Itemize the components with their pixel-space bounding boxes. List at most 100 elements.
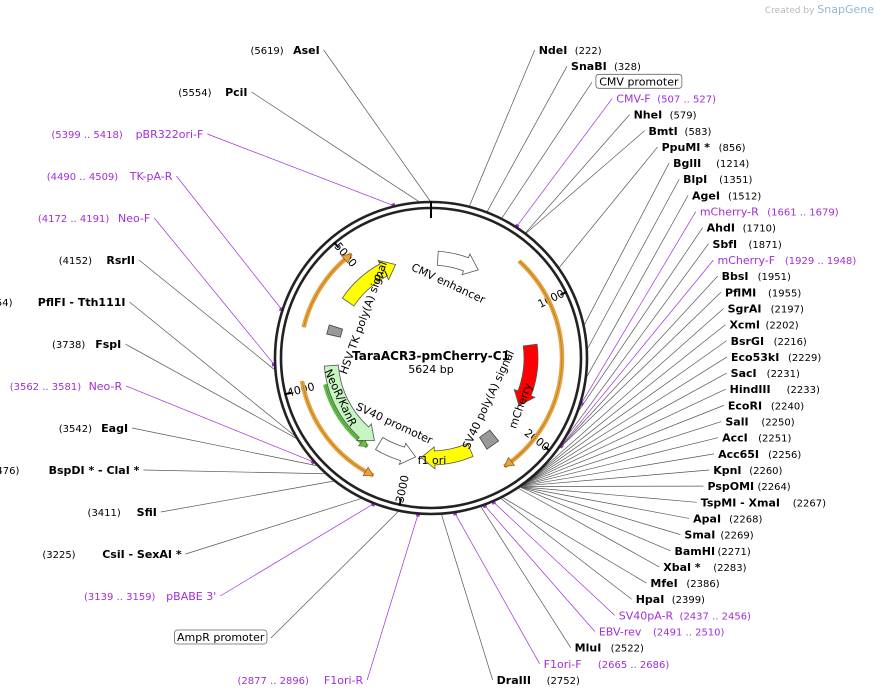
site-position: (5554) (178, 88, 211, 99)
primer-name: EBV-rev (599, 626, 642, 639)
connector-draiii (441, 514, 493, 681)
connector-bbsi (559, 275, 718, 449)
annotation-tspmi-xmai: TspMI - XmaI(2267) (701, 496, 826, 509)
connector-xbai (518, 488, 660, 568)
annotation-mlui: MluI (2522) (575, 642, 644, 655)
connector-snabi (486, 65, 568, 212)
annotation-ampr-promoter: AmpR promoter (174, 629, 268, 645)
annotation-xbai: XbaI *(2283) (663, 561, 746, 574)
primer-name: CMV-F (616, 92, 650, 105)
annotation-pbr322ori-f: pBR322ori-F(5399 .. 5418) (51, 128, 203, 141)
connector-ahdi (578, 227, 703, 411)
site-name: AhdI (707, 222, 735, 235)
site-name: HpaI (636, 593, 665, 606)
primer-position: (3562 .. 3581) (10, 382, 82, 393)
site-name: AccI (722, 432, 748, 445)
annotation-mcherry-r: mCherry-R (1661 .. 1679) (700, 206, 839, 219)
annotation-acci: AccI(2251) (722, 432, 791, 445)
site-name: SgrAI (728, 302, 762, 315)
annotation-apai: ApaI(2268) (693, 512, 762, 525)
site-name: BmtI (649, 125, 678, 138)
connector-xcmi (529, 324, 726, 481)
connector-pflmi (559, 292, 722, 449)
site-position: (2522) (611, 644, 644, 655)
connector-bglii (584, 162, 670, 325)
snapgene-watermark: Created by SnapGene (765, 3, 874, 16)
site-position: (2216) (774, 337, 807, 348)
annotation-pflmi: PflMI(1955) (725, 286, 801, 299)
orf-arrowhead (503, 456, 516, 467)
primer-name: mCherry-R (700, 206, 759, 219)
connector-kpni (521, 469, 710, 487)
connector-bspdi-clai (143, 469, 325, 475)
annotation-bmti: BmtI(583) (649, 125, 712, 138)
primer-name: Neo-R (89, 380, 123, 393)
connector-asei (323, 49, 431, 202)
primer-mark (580, 401, 584, 406)
f1-ori-label: f1 ori (418, 454, 447, 467)
annotation-pcii: PciI(5554) (178, 86, 247, 99)
annotation-blpi: BlpI(1351) (683, 173, 752, 186)
site-name: BspDI * - ClaI * (49, 464, 140, 477)
site-name: SalI (725, 416, 748, 429)
site-name: BglII (673, 157, 701, 170)
site-position: (2233) (787, 385, 820, 396)
connector-sbfi (567, 243, 709, 437)
map-center: TaraACR3-pmCherry-C1 5624 bp (352, 349, 510, 376)
site-name: BamHI (674, 545, 715, 558)
annotation-ahdi: AhdI(1710) (707, 222, 776, 235)
annotation-acc65i: Acc65I(2256) (718, 448, 801, 461)
annotation-f1ori-f: F1ori-F(2665 .. 2686) (544, 658, 670, 671)
annotation-rsrii: RsrII(4152) (59, 254, 135, 267)
site-position: (2283) (713, 563, 746, 574)
site-name: HindIII (730, 383, 771, 396)
site-position: (2269) (720, 531, 753, 542)
annotation-fspi: FspI(3738) (52, 338, 121, 351)
site-position: (1214) (716, 159, 749, 170)
annotation-lines (125, 49, 728, 681)
site-name: XcmI (729, 319, 760, 332)
orf-arc-core (303, 253, 352, 328)
f1-ori-feature (420, 442, 474, 470)
annotation-mcherry-f: mCherry-F(1929 .. 1948) (717, 254, 856, 267)
site-position: (3754) (0, 298, 13, 309)
annotation-bspdi-clai: BspDI * - ClaI *(3476) (0, 464, 140, 477)
connector-rsrii (138, 259, 275, 370)
primer-name: pBR322ori-F (136, 128, 204, 141)
site-name: MluI (575, 642, 602, 655)
site-position: (1951) (758, 272, 791, 283)
annotation-draiii: DraIII(2752) (497, 674, 580, 687)
connector-eagi (131, 427, 317, 466)
connector-tk-pa-r (176, 175, 282, 310)
annotation-pspomi: PspOMI(2264) (707, 480, 790, 493)
primer-mark (310, 460, 315, 465)
site-position: (1955) (768, 288, 801, 299)
feature-box-label: CMV promoter (599, 75, 679, 88)
tick-mark (560, 290, 568, 296)
connector-ndei (469, 49, 536, 206)
connector-ampr-promoter (270, 511, 399, 639)
site-position: (2229) (788, 353, 821, 364)
site-name: AgeI (692, 189, 720, 202)
primer-name: TK-pA-R (129, 170, 173, 183)
connector-sgrai (530, 308, 724, 480)
site-position: (222) (575, 46, 602, 57)
connector-f1ori-f (454, 512, 540, 665)
connector-hpai (500, 498, 632, 600)
ori-feature (341, 259, 397, 307)
annotation-sbfi: SbfI(1871) (712, 238, 781, 251)
primer-position: (1661 .. 1679) (767, 208, 839, 219)
primer-mark (482, 504, 488, 509)
site-name: NdeI (539, 44, 568, 57)
connector-smai (520, 486, 681, 535)
site-position: (5619) (250, 46, 283, 57)
neor-kanr-feature (323, 364, 375, 441)
hsv-tk-poly-a-signal-feature (326, 324, 344, 338)
tick-label: 3000 (393, 474, 412, 504)
connector-bmti (525, 130, 645, 234)
annotation-bsrgi: BsrGI(2216) (731, 335, 807, 348)
annotation-nhei: NheI(579) (634, 109, 697, 122)
feature-arrows (323, 250, 539, 470)
site-name: AseI (293, 44, 320, 57)
connector-sali (523, 421, 722, 486)
